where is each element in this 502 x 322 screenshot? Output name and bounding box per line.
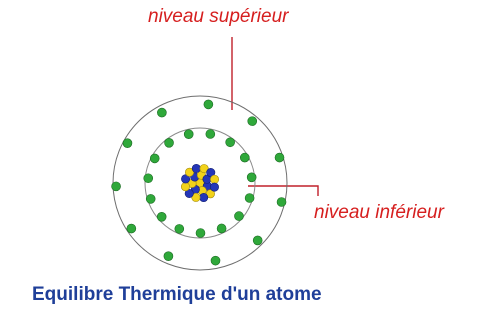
proton (199, 164, 209, 174)
inner-electron (205, 129, 216, 139)
proton (185, 167, 195, 177)
outer-electron (247, 116, 258, 126)
inner-electron (145, 194, 156, 204)
outer-electron (203, 99, 214, 110)
proton (205, 189, 215, 199)
inner-electron (149, 153, 160, 164)
lower-level-label: niveau inférieur (314, 202, 444, 223)
outer-electron (274, 152, 285, 163)
outer-electron (252, 235, 263, 246)
inner-electron (234, 211, 244, 221)
inner-electron (225, 137, 235, 148)
inner-electron (244, 193, 255, 203)
outer-electron (122, 138, 133, 148)
neutron (199, 193, 209, 203)
outer-electron (111, 181, 121, 192)
upper-level-label: niveau supérieur (148, 6, 289, 27)
outer-electron (163, 251, 174, 261)
inner-electron (216, 223, 227, 234)
neutron (209, 182, 219, 192)
inner-electron (174, 224, 185, 234)
neutron (184, 188, 194, 198)
inner-electron (164, 138, 174, 148)
inner-orbit (144, 127, 256, 239)
proton (191, 192, 201, 202)
neutron (206, 168, 216, 178)
inner-electron (156, 212, 167, 222)
inner-electron (246, 172, 257, 183)
diagram-caption: Equilibre Thermique d'un atome (32, 284, 322, 305)
neutron (181, 174, 191, 184)
nucleus (180, 163, 220, 203)
inner-electron (239, 152, 250, 163)
inner-electron (183, 129, 194, 139)
proton (210, 174, 220, 184)
inner-electron (143, 173, 154, 184)
lower-level-leader-line (248, 185, 319, 196)
outer-electron (126, 223, 137, 234)
outer-electron (157, 107, 167, 118)
outer-electron (210, 255, 221, 266)
outer-electron (276, 197, 287, 207)
proton (180, 182, 190, 192)
neutron (191, 163, 201, 173)
inner-electron (195, 228, 206, 238)
electrons-group (111, 99, 287, 266)
